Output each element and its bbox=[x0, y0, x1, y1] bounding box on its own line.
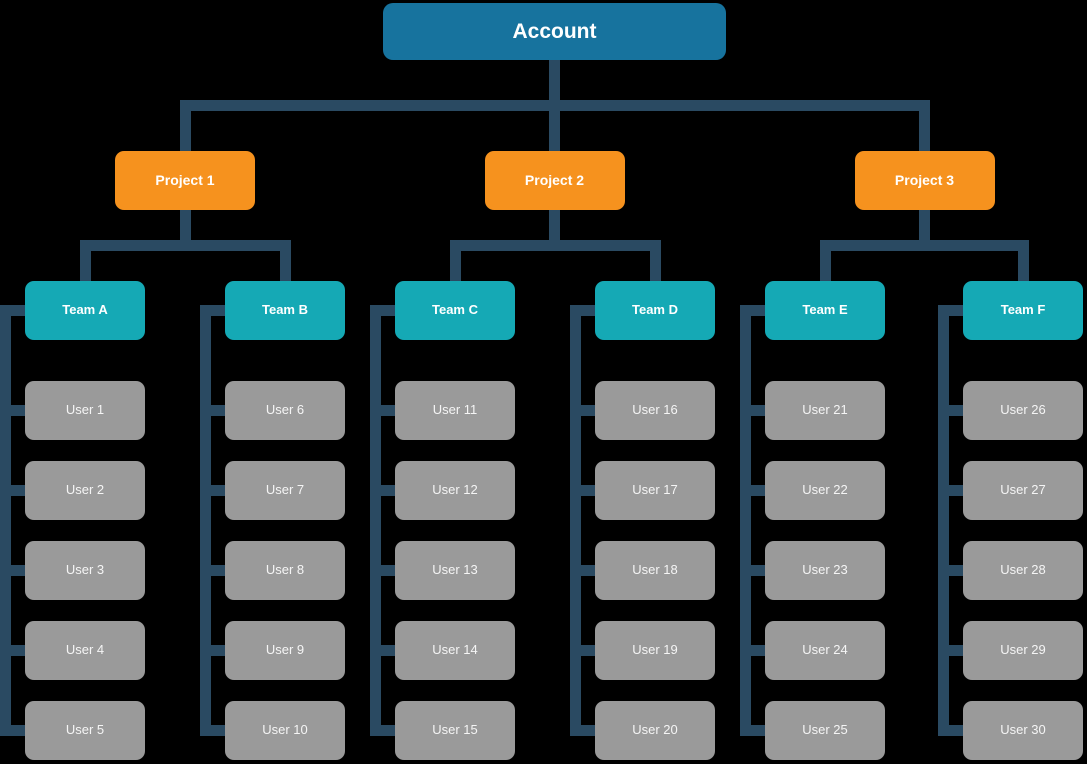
node-user-4[interactable]: User 4 bbox=[25, 621, 145, 680]
connector-segment bbox=[449, 251, 461, 281]
node-user-12[interactable]: User 12 bbox=[395, 461, 515, 520]
node-user-8[interactable]: User 8 bbox=[225, 541, 345, 600]
connector-segment bbox=[370, 645, 397, 656]
node-user-17[interactable]: User 17 bbox=[595, 461, 715, 520]
node-team-d[interactable]: Team D bbox=[595, 281, 715, 340]
connector-segment bbox=[740, 305, 751, 736]
node-user-1[interactable]: User 1 bbox=[25, 381, 145, 440]
connector-segment bbox=[179, 210, 191, 240]
node-user-23[interactable]: User 23 bbox=[765, 541, 885, 600]
connector-segment bbox=[570, 405, 597, 416]
node-project-2[interactable]: Project 2 bbox=[484, 151, 625, 210]
connector-segment bbox=[1017, 251, 1029, 281]
node-team-b[interactable]: Team B bbox=[225, 281, 345, 340]
connector-segment bbox=[0, 725, 27, 736]
node-user-30[interactable]: User 30 bbox=[963, 701, 1083, 760]
node-project-3[interactable]: Project 3 bbox=[854, 151, 995, 210]
connector-segment bbox=[200, 305, 227, 316]
connector-segment bbox=[0, 305, 11, 736]
connector-segment bbox=[570, 305, 597, 316]
node-user-18[interactable]: User 18 bbox=[595, 541, 715, 600]
connector-segment bbox=[740, 565, 767, 576]
connector-segment bbox=[200, 485, 227, 496]
node-user-13[interactable]: User 13 bbox=[395, 541, 515, 600]
node-user-15[interactable]: User 15 bbox=[395, 701, 515, 760]
connector-segment bbox=[200, 305, 211, 736]
node-team-e[interactable]: Team E bbox=[765, 281, 885, 340]
connector-segment bbox=[0, 645, 27, 656]
connector-segment bbox=[570, 725, 597, 736]
connector-segment bbox=[938, 405, 965, 416]
connector-segment bbox=[200, 645, 227, 656]
node-user-25[interactable]: User 25 bbox=[765, 701, 885, 760]
connector-segment bbox=[549, 210, 560, 240]
node-user-22[interactable]: User 22 bbox=[765, 461, 885, 520]
connector-segment bbox=[200, 565, 227, 576]
connector-segment bbox=[370, 485, 397, 496]
connector-segment bbox=[370, 565, 397, 576]
node-team-f[interactable]: Team F bbox=[963, 281, 1083, 340]
connector-segment bbox=[0, 485, 27, 496]
connector-segment bbox=[279, 251, 291, 281]
connector-segment bbox=[370, 725, 397, 736]
node-user-6[interactable]: User 6 bbox=[225, 381, 345, 440]
connector-segment bbox=[570, 565, 597, 576]
node-user-19[interactable]: User 19 bbox=[595, 621, 715, 680]
connector-segment bbox=[938, 305, 949, 736]
node-user-20[interactable]: User 20 bbox=[595, 701, 715, 760]
connector-segment bbox=[938, 485, 965, 496]
connector-segment bbox=[919, 111, 930, 151]
connector-segment bbox=[740, 485, 767, 496]
connector-segment bbox=[79, 251, 91, 281]
connector-segment bbox=[179, 100, 930, 111]
node-user-26[interactable]: User 26 bbox=[963, 381, 1083, 440]
node-user-16[interactable]: User 16 bbox=[595, 381, 715, 440]
connector-segment bbox=[370, 305, 381, 736]
node-user-9[interactable]: User 9 bbox=[225, 621, 345, 680]
node-project-1[interactable]: Project 1 bbox=[115, 151, 255, 210]
connector-segment bbox=[449, 240, 661, 251]
connector-segment bbox=[938, 565, 965, 576]
connector-segment bbox=[740, 725, 767, 736]
connector-segment bbox=[740, 305, 767, 316]
connector-segment bbox=[938, 725, 965, 736]
connector-segment bbox=[370, 305, 397, 316]
connector-segment bbox=[740, 405, 767, 416]
connector-segment bbox=[79, 240, 291, 251]
node-user-2[interactable]: User 2 bbox=[25, 461, 145, 520]
connector-segment bbox=[200, 725, 227, 736]
connector-segment bbox=[740, 645, 767, 656]
connector-segment bbox=[549, 60, 560, 111]
node-team-c[interactable]: Team C bbox=[395, 281, 515, 340]
connector-segment bbox=[938, 645, 965, 656]
node-user-21[interactable]: User 21 bbox=[765, 381, 885, 440]
node-user-7[interactable]: User 7 bbox=[225, 461, 345, 520]
connector-segment bbox=[0, 405, 27, 416]
node-user-10[interactable]: User 10 bbox=[225, 701, 345, 760]
connector-segment bbox=[570, 645, 597, 656]
connector-segment bbox=[819, 240, 1029, 251]
connector-segment bbox=[938, 305, 965, 316]
connector-segment bbox=[549, 111, 560, 151]
node-user-5[interactable]: User 5 bbox=[25, 701, 145, 760]
connector-segment bbox=[919, 210, 930, 240]
node-account[interactable]: Account bbox=[383, 3, 726, 60]
connector-segment bbox=[0, 565, 27, 576]
node-user-24[interactable]: User 24 bbox=[765, 621, 885, 680]
node-user-28[interactable]: User 28 bbox=[963, 541, 1083, 600]
node-user-3[interactable]: User 3 bbox=[25, 541, 145, 600]
connector-segment bbox=[0, 305, 27, 316]
connector-segment bbox=[370, 405, 397, 416]
connector-segment bbox=[570, 485, 597, 496]
node-team-a[interactable]: Team A bbox=[25, 281, 145, 340]
connector-segment bbox=[570, 305, 581, 736]
node-user-29[interactable]: User 29 bbox=[963, 621, 1083, 680]
connector-segment bbox=[200, 405, 227, 416]
node-user-14[interactable]: User 14 bbox=[395, 621, 515, 680]
connector-segment bbox=[179, 111, 191, 151]
node-user-27[interactable]: User 27 bbox=[963, 461, 1083, 520]
connector-segment bbox=[819, 251, 831, 281]
node-user-11[interactable]: User 11 bbox=[395, 381, 515, 440]
connector-segment bbox=[649, 251, 661, 281]
